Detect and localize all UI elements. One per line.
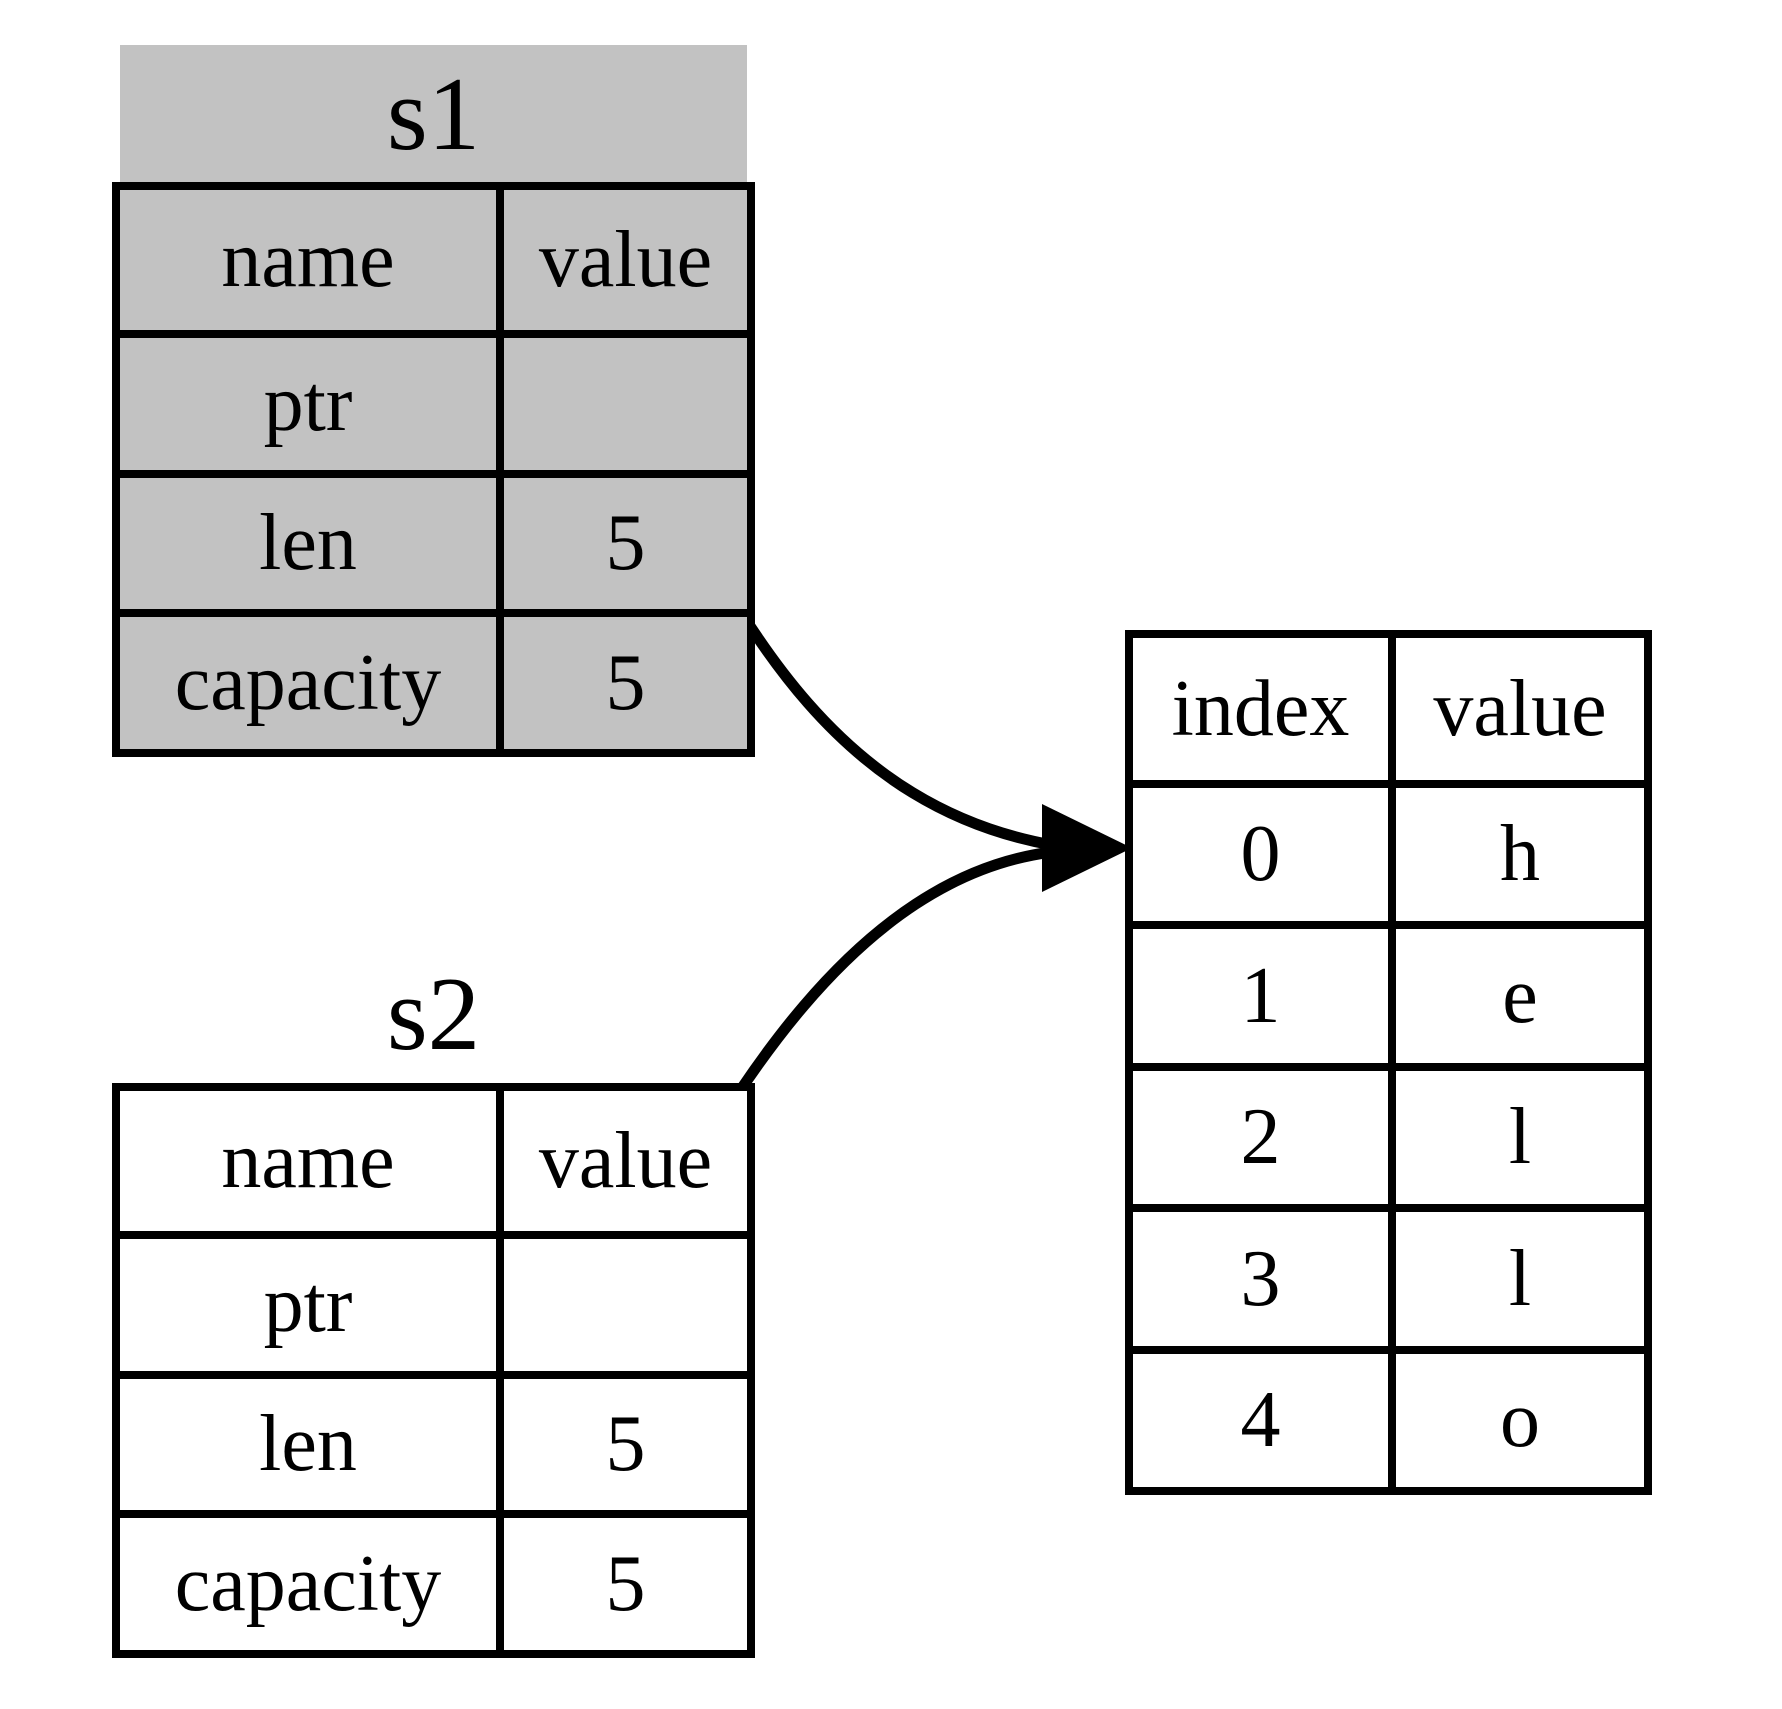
s1-len-label: len: [120, 469, 496, 610]
heap-row-index: 0: [1133, 779, 1388, 922]
s1-struct-table: name value ptr len 5 capacity 5: [112, 182, 755, 757]
s2-title: s2: [386, 954, 481, 1072]
heap-row-index: 3: [1133, 1204, 1388, 1346]
heap-header-value: value: [1388, 638, 1644, 780]
s2-header-value: value: [496, 1091, 747, 1231]
s1-header-name: name: [221, 215, 395, 304]
s1-len-value: 5: [496, 469, 747, 610]
s2-ptr-label: ptr: [120, 1230, 496, 1371]
heap-row-index: 4: [1133, 1345, 1388, 1488]
s1-ptr-value: [496, 329, 747, 470]
s2-header-name: name: [221, 1116, 395, 1205]
heap-row-value: l: [1388, 1062, 1644, 1204]
s1-header-value: value: [496, 190, 747, 330]
heap-row-value: l: [1388, 1204, 1644, 1346]
s2-struct-table: name value ptr len 5 capacity 5: [112, 1083, 755, 1658]
s1-capacity-value: 5: [496, 609, 747, 749]
s1-capacity-label: capacity: [120, 609, 496, 749]
s2-ptr-value: [496, 1230, 747, 1371]
heap-header-index: index: [1171, 664, 1350, 753]
s2-len-label: len: [120, 1370, 496, 1511]
heap-buffer-table: index value 0 h 1 e 2 l 3 l 4 o: [1125, 630, 1652, 1495]
s1-title: s1: [386, 55, 481, 172]
heap-row-value: e: [1388, 921, 1644, 1063]
s2-capacity-value: 5: [496, 1510, 747, 1650]
s2-capacity-label: capacity: [120, 1510, 496, 1650]
s2-len-value: 5: [496, 1370, 747, 1511]
heap-row-value: o: [1388, 1345, 1644, 1487]
heap-row-value: h: [1388, 779, 1644, 921]
heap-row-index: 2: [1133, 1062, 1388, 1205]
s1-title-band: s1: [120, 45, 747, 182]
s2-title-row: s2: [112, 948, 755, 1078]
heap-row-index: 1: [1133, 921, 1388, 1063]
arrowhead-icon: [1042, 804, 1132, 892]
s1-ptr-label: ptr: [120, 329, 496, 470]
